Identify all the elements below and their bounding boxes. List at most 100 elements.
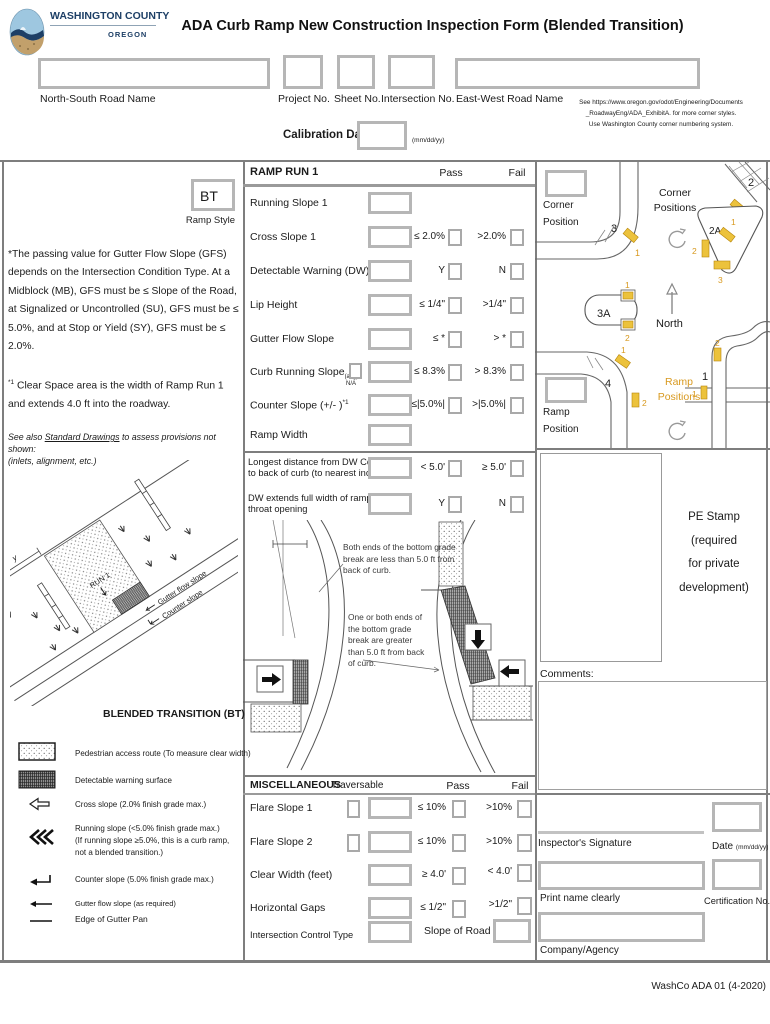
fs2-fail-checkbox[interactable]: [517, 834, 532, 852]
svg-text:3: 3: [611, 223, 617, 235]
blended-transition-diagram: y RUN 1 Gutter flow slope Counter slope: [10, 460, 238, 706]
calibration-date-input[interactable]: [357, 121, 407, 150]
flare-slope-1-input[interactable]: [368, 797, 412, 819]
traversable-header: Traversable: [331, 780, 384, 791]
ramp-width-input[interactable]: [368, 424, 412, 446]
fs1-pass-checkbox[interactable]: [452, 800, 466, 818]
na-label: N/A: [346, 381, 357, 387]
misc-title: MISCELLANEOUS: [250, 779, 342, 791]
dw-distance-pass-checkbox[interactable]: [448, 460, 462, 477]
dw-distance-label-line1: Longest distance from DW Corner: [248, 457, 389, 467]
cross-slope-pass-checkbox[interactable]: [448, 229, 462, 246]
flare-slope-2-input[interactable]: [368, 831, 412, 853]
curb-running-slope-input[interactable]: [368, 361, 412, 383]
cross-slope-input[interactable]: [368, 226, 412, 248]
calibration-date-format: (mm/dd/yy): [412, 137, 445, 144]
flare-slope-2-traversable-checkbox[interactable]: [347, 834, 360, 852]
intersection-no-input[interactable]: [388, 55, 435, 89]
legend-label-line2: (If running slope ≥5.0%, this is a curb …: [75, 836, 230, 845]
calibration-date-label: Calibration Date: [283, 129, 372, 141]
cs-pass-checkbox[interactable]: [448, 397, 462, 414]
certification-no-input[interactable]: [712, 859, 762, 890]
legend-label: Edge of Gutter Pan: [75, 914, 148, 924]
svg-text:1: 1: [731, 217, 736, 227]
gutter-flow-slope-input[interactable]: [368, 328, 412, 350]
cs-fail-checkbox[interactable]: [510, 397, 524, 414]
hg-pass-checkbox[interactable]: [452, 900, 466, 918]
inspectors-signature-line[interactable]: [538, 831, 704, 834]
print-name-input[interactable]: [538, 861, 705, 890]
cross-slope-arrow-icon: [28, 797, 50, 811]
gutter-flow-slope-label: Gutter Flow Slope: [250, 333, 335, 345]
see-also-note: See also Standard Drawings to assess pro…: [8, 432, 216, 466]
intersection-control-type-label: Intersection Control Type: [250, 930, 354, 940]
dw-fail-checkbox[interactable]: [510, 263, 524, 280]
date-input[interactable]: [712, 802, 762, 832]
dw-width-pass-checkbox[interactable]: [448, 496, 462, 513]
crs-fail-checkbox[interactable]: [510, 364, 524, 381]
counter-slope-input[interactable]: [368, 394, 412, 416]
dw-distance-label-line2: to back of curb (to nearest inch): [248, 468, 379, 478]
lip-height-label: Lip Height: [250, 299, 298, 311]
pe-stamp-label: PE Stamp (required for private developme…: [679, 511, 749, 594]
dw-width-fail-checkbox[interactable]: [510, 496, 524, 513]
dw-distance-input[interactable]: [368, 457, 412, 479]
lip-fail-checkbox[interactable]: [510, 297, 524, 314]
svg-text:1: 1: [625, 280, 630, 290]
comments-input[interactable]: [538, 681, 767, 790]
dw-distance-fail-checkbox[interactable]: [510, 460, 524, 477]
curb-running-slope-na-checkbox[interactable]: [349, 363, 362, 379]
detectable-warning-input[interactable]: [368, 260, 412, 282]
lip-pass-checkbox[interactable]: [448, 297, 462, 314]
dw-pass-checkbox[interactable]: [448, 263, 462, 280]
corner-position-input[interactable]: [545, 170, 587, 197]
gfs-fail-checkbox[interactable]: [510, 331, 524, 348]
project-no-input[interactable]: [283, 55, 323, 89]
cw-fail-checkbox[interactable]: [517, 864, 532, 882]
fs1-fail-checkbox[interactable]: [517, 800, 532, 818]
fs2-pass-checkbox[interactable]: [452, 834, 466, 852]
county-logo-seal: [9, 8, 45, 56]
svg-text:2: 2: [748, 177, 754, 189]
crs-fail-cond: > 8.3%: [474, 366, 506, 377]
east-west-road-input[interactable]: [455, 58, 700, 89]
ramp-position-input[interactable]: [545, 377, 587, 403]
cw-pass-checkbox[interactable]: [452, 867, 466, 885]
dw-pass-cond: Y: [438, 265, 445, 276]
cross-slope-fail-checkbox[interactable]: [510, 229, 524, 246]
gfs-note: *The passing value for Gutter Flow Slope…: [8, 249, 239, 353]
standard-drawings-link[interactable]: Standard Drawings: [44, 432, 120, 442]
gfs-pass-cond: ≤ *: [432, 333, 445, 344]
horizontal-gaps-input[interactable]: [368, 897, 412, 919]
corner-position-label-line1: Corner: [543, 200, 574, 211]
running-slope-input[interactable]: [368, 192, 412, 214]
lip-height-input[interactable]: [368, 294, 412, 316]
ramp-style-input[interactable]: BT: [191, 179, 235, 211]
gfs-pass-checkbox[interactable]: [448, 331, 462, 348]
intersection-control-type-input[interactable]: [368, 921, 412, 943]
fs2-pass-cond: ≤ 10%: [417, 836, 446, 847]
pe-stamp-box[interactable]: [540, 453, 662, 662]
dw-width-input[interactable]: [368, 493, 412, 515]
svg-text:2: 2: [692, 246, 697, 256]
corner-positions-diagram: 3 1 2 1 2A 1 2 3 3A 1 2 1 4: [535, 162, 770, 448]
north-south-road-input[interactable]: [38, 58, 270, 89]
lip-fail-cond: >1/4": [482, 299, 506, 310]
slope-of-road-input[interactable]: [493, 919, 531, 943]
ramp-position-label-line2: Position: [543, 424, 579, 435]
dw-distance-pass-cond: < 5.0': [420, 462, 445, 473]
company-agency-input[interactable]: [538, 912, 705, 942]
clear-width-input[interactable]: [368, 864, 412, 886]
hg-fail-checkbox[interactable]: [517, 897, 532, 915]
flare-slope-1-traversable-checkbox[interactable]: [347, 800, 360, 818]
hg-pass-cond: ≤ 1/2": [420, 902, 446, 913]
north-south-road-label: North-South Road Name: [40, 93, 156, 105]
curb-running-slope-label: Curb Running Slope(avg): [250, 366, 358, 380]
running-slope-arrows-icon: [29, 829, 54, 845]
svg-text:2A: 2A: [709, 226, 722, 237]
dw-section-divider: [243, 451, 535, 453]
crs-pass-checkbox[interactable]: [448, 364, 462, 381]
sheet-no-input[interactable]: [337, 55, 375, 89]
svg-text:1: 1: [692, 389, 697, 399]
